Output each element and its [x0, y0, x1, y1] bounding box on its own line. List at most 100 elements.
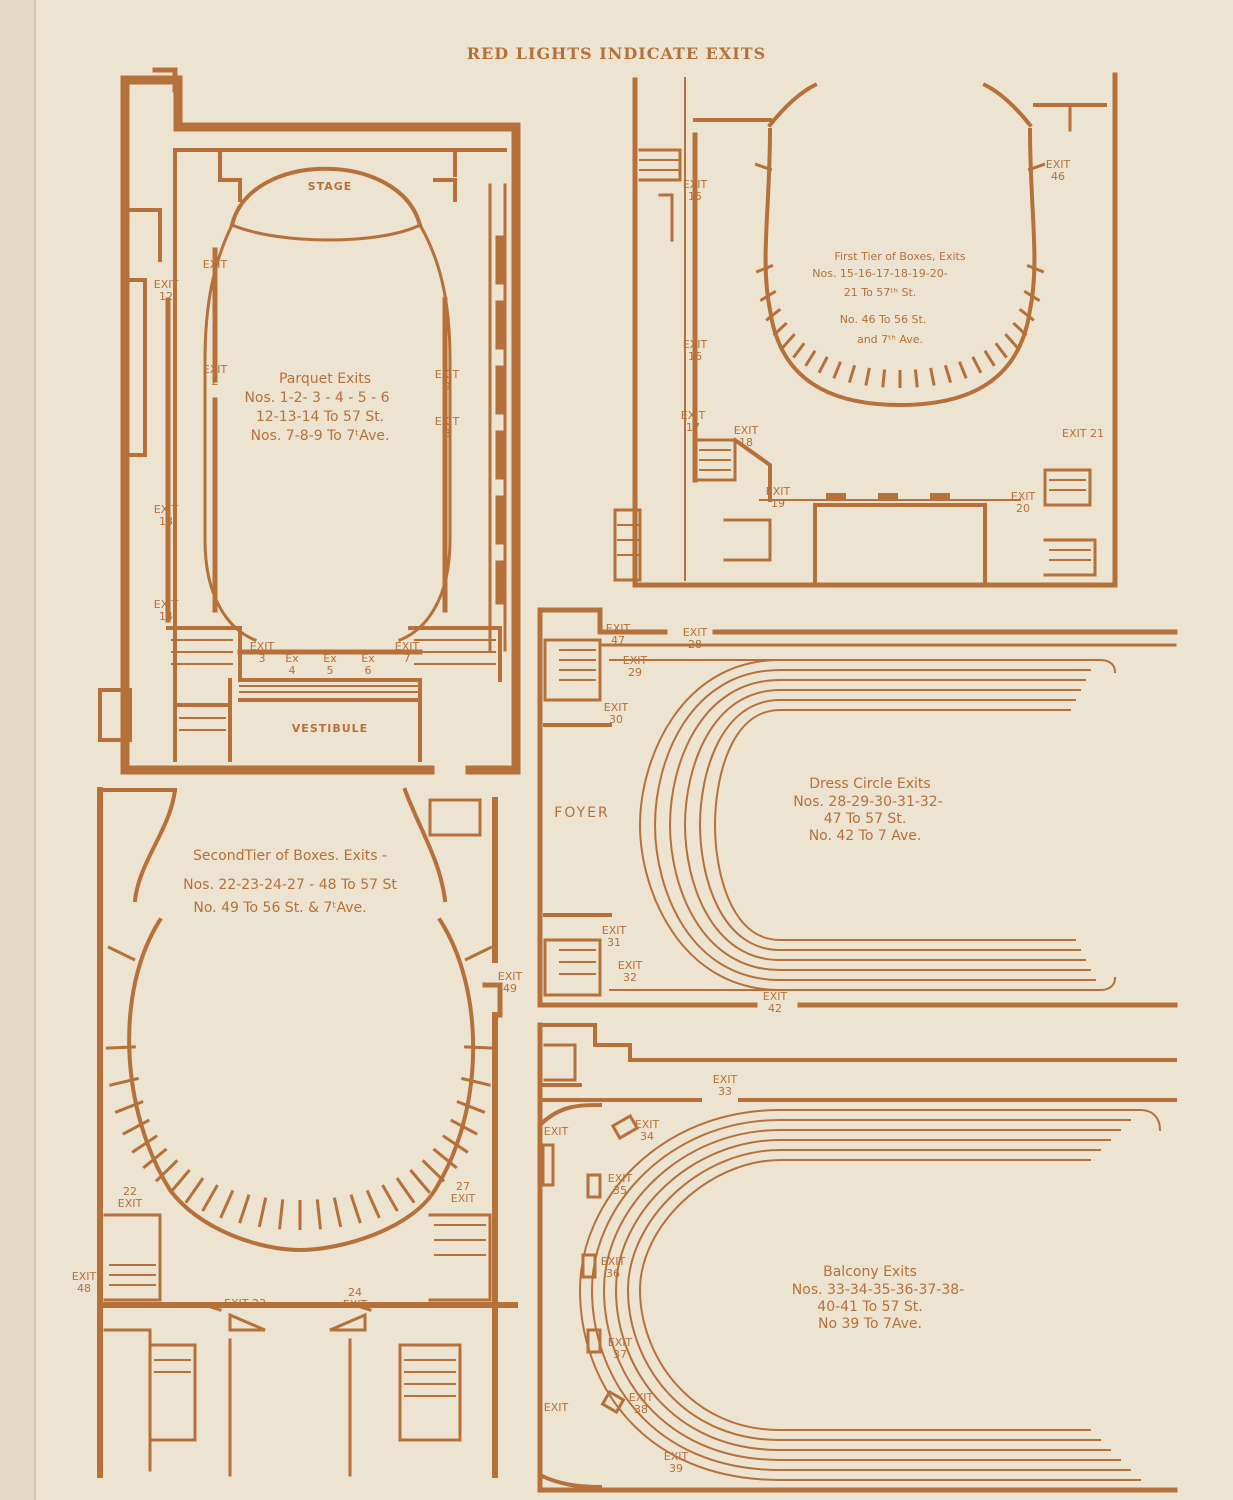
caption-line: 21 To 57ᵗʰ St. — [844, 286, 917, 299]
exit-number: 38 — [634, 1403, 648, 1416]
box-divider — [381, 1184, 399, 1212]
exit-label: EXIT — [343, 1298, 368, 1311]
box-divider — [105, 1045, 136, 1050]
exit-label: EXIT — [544, 1125, 569, 1138]
exit-number: 49 — [503, 982, 517, 995]
exit-number: 7 — [404, 652, 411, 665]
box-divider — [847, 364, 857, 384]
exit-label: EXIT — [435, 415, 460, 428]
caption-line: Nos. 1-2- 3 - 4 - 5 - 6 — [244, 390, 389, 406]
box-divider — [365, 1189, 381, 1219]
box-dividers — [105, 162, 1046, 1230]
caption-line: Dress Circle Exits — [809, 776, 930, 792]
caption-line: 12-13-14 To 57 St. — [256, 409, 384, 425]
exit-number: 30 — [609, 713, 623, 726]
exit-number: 19 — [771, 497, 785, 510]
stage-label: STAGE — [308, 180, 353, 193]
box-divider — [219, 1189, 235, 1219]
exit-label: EXIT — [451, 1192, 476, 1205]
box-divider — [929, 367, 936, 386]
box-divider — [754, 162, 773, 172]
exit-label: EXIT — [623, 654, 648, 667]
box-divider — [864, 367, 871, 386]
exit-label: EXIT — [629, 1391, 654, 1404]
box-divider — [817, 356, 829, 374]
exit-number: 39 — [669, 1462, 683, 1475]
exit-number: 42 — [768, 1002, 782, 1015]
caption-line: No 39 To 7Ave. — [818, 1316, 922, 1332]
exit-number: 2 — [212, 375, 219, 388]
exit-label: EXIT — [604, 701, 629, 714]
caption-line: No. 49 To 56 St. & 7ᵗAve. — [193, 900, 366, 916]
vestibule-label: VESTIBULE — [292, 722, 368, 735]
exit-number: 3 — [259, 652, 266, 665]
box-divider — [131, 1134, 158, 1154]
exit-number: 22 — [123, 1185, 137, 1198]
box-divider — [142, 1147, 168, 1170]
box-divider — [1012, 321, 1028, 337]
box-divider — [971, 356, 983, 374]
exit-label: EXIT — [664, 1450, 689, 1463]
exit-number: 16 — [688, 350, 702, 363]
exit-label: EXIT — [763, 990, 788, 1003]
exit-label: EXIT — [608, 1336, 633, 1349]
box-divider — [238, 1194, 251, 1224]
exit-label: EXIT — [203, 258, 228, 271]
box-divider — [1004, 333, 1019, 349]
exit-number: 46 — [1051, 170, 1065, 183]
caption-line: and 7ᵗʰ Ave. — [857, 333, 923, 346]
dress-circle-caption: Dress Circle Exits Nos. 28-29-30-31-32- … — [793, 776, 943, 844]
exit-label: EXIT — [606, 622, 631, 635]
caption-line: Balcony Exits — [823, 1264, 917, 1280]
second-tier-caption: SecondTier of Boxes. Exits - Nos. 22-23-… — [183, 848, 397, 916]
exit-number: 15 — [688, 190, 702, 203]
exit-label: EXIT — [118, 1197, 143, 1210]
box-divider — [804, 349, 817, 367]
box-divider — [464, 1045, 495, 1050]
caption-line: 40-41 To 57 St. — [817, 1299, 922, 1315]
exit-number: 34 — [640, 1130, 654, 1143]
exit-label: EXIT — [608, 1172, 633, 1185]
caption-line: Nos. 22-23-24-27 - 48 To 57 St — [183, 877, 397, 893]
exit-label: EXIT — [250, 640, 275, 653]
exit-label: Ex — [285, 652, 299, 665]
exit-label: EXIT — [713, 1073, 738, 1086]
box-divider — [456, 1100, 486, 1114]
exit-number: 14 — [159, 610, 173, 623]
exit-number: 33 — [718, 1085, 732, 1098]
box-divider — [913, 369, 919, 388]
caption-line: Nos. 15-16-17-18-19-20- — [812, 267, 948, 280]
box-divider — [1026, 263, 1045, 274]
box-divider — [832, 361, 842, 379]
exit-label: EXIT — [766, 485, 791, 498]
exit-label: Ex — [361, 652, 375, 665]
exit-number: 32 — [623, 971, 637, 984]
exit-label: EXIT — [154, 503, 179, 516]
exit-label: EXIT — [681, 409, 706, 422]
box-divider — [781, 333, 796, 349]
box-divider — [1023, 289, 1041, 302]
box-divider — [765, 307, 782, 322]
caption-line: Parquet Exits — [279, 371, 371, 387]
exit-label: EXIT — [395, 640, 420, 653]
dress-circle-plan — [537, 607, 1178, 1008]
box-divider — [759, 289, 777, 302]
exit-number: 9 — [444, 380, 451, 393]
box-divider — [450, 1118, 478, 1136]
box-divider — [464, 945, 493, 962]
exit-number: 1 — [212, 270, 219, 283]
exit-label: EXIT — [1046, 158, 1071, 171]
box-divider — [349, 1194, 362, 1224]
exit-label: EXIT — [734, 424, 759, 437]
balcony-caption: Balcony Exits Nos. 33-34-35-36-37-38- 40… — [792, 1264, 964, 1332]
box-divider — [109, 1076, 139, 1087]
exit-number: 47 — [611, 634, 625, 647]
box-divider — [461, 1076, 491, 1087]
caption-line: No. 42 To 7 Ave. — [809, 828, 922, 844]
exit-number: 35 — [613, 1184, 627, 1197]
exit-number: 48 — [77, 1282, 91, 1295]
caption-line: SecondTier of Boxes. Exits - — [193, 848, 387, 864]
box-divider — [1018, 307, 1035, 322]
